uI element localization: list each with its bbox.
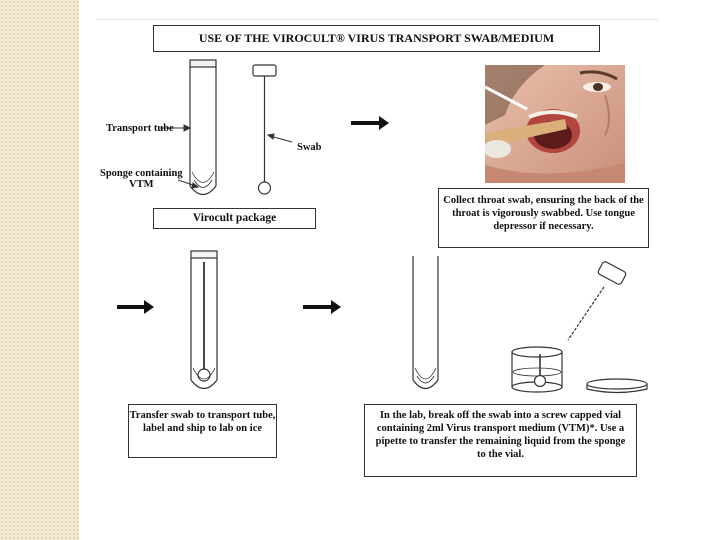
- sponge-label: Sponge containing VTM: [100, 168, 183, 190]
- collect-step-caption: Collect throat swab, ensuring the back o…: [438, 188, 649, 248]
- label-pointers: [160, 124, 293, 189]
- transport-tube: [189, 59, 217, 196]
- package-caption: Virocult package: [153, 208, 316, 229]
- vial-cap: [586, 378, 648, 394]
- top-divider: [96, 19, 658, 20]
- flow-arrow-2: [117, 300, 154, 314]
- transfer-step-caption: Transfer swab to transport tube, label a…: [128, 404, 277, 458]
- diagram-title: USE OF THE VIROCULT® VIRUS TRANSPORT SWA…: [153, 25, 600, 52]
- flow-arrow-3: [303, 300, 341, 314]
- throat-swab-photo: [485, 65, 625, 183]
- lab-step-caption: In the lab, break off the swab into a sc…: [364, 404, 637, 477]
- swab: [252, 64, 277, 195]
- vial: [511, 346, 563, 393]
- decorative-side-strip: [0, 0, 79, 540]
- broken-swab: [567, 261, 627, 341]
- empty-tube: [412, 256, 439, 390]
- swab-label: Swab: [297, 142, 322, 153]
- sponge-label-line2: VTM: [129, 179, 154, 190]
- sponge-label-line1: Sponge containing: [100, 168, 183, 179]
- flow-arrow-1: [351, 116, 389, 130]
- transport-tube-label: Transport tube: [106, 123, 174, 134]
- tube-with-swab: [190, 250, 218, 390]
